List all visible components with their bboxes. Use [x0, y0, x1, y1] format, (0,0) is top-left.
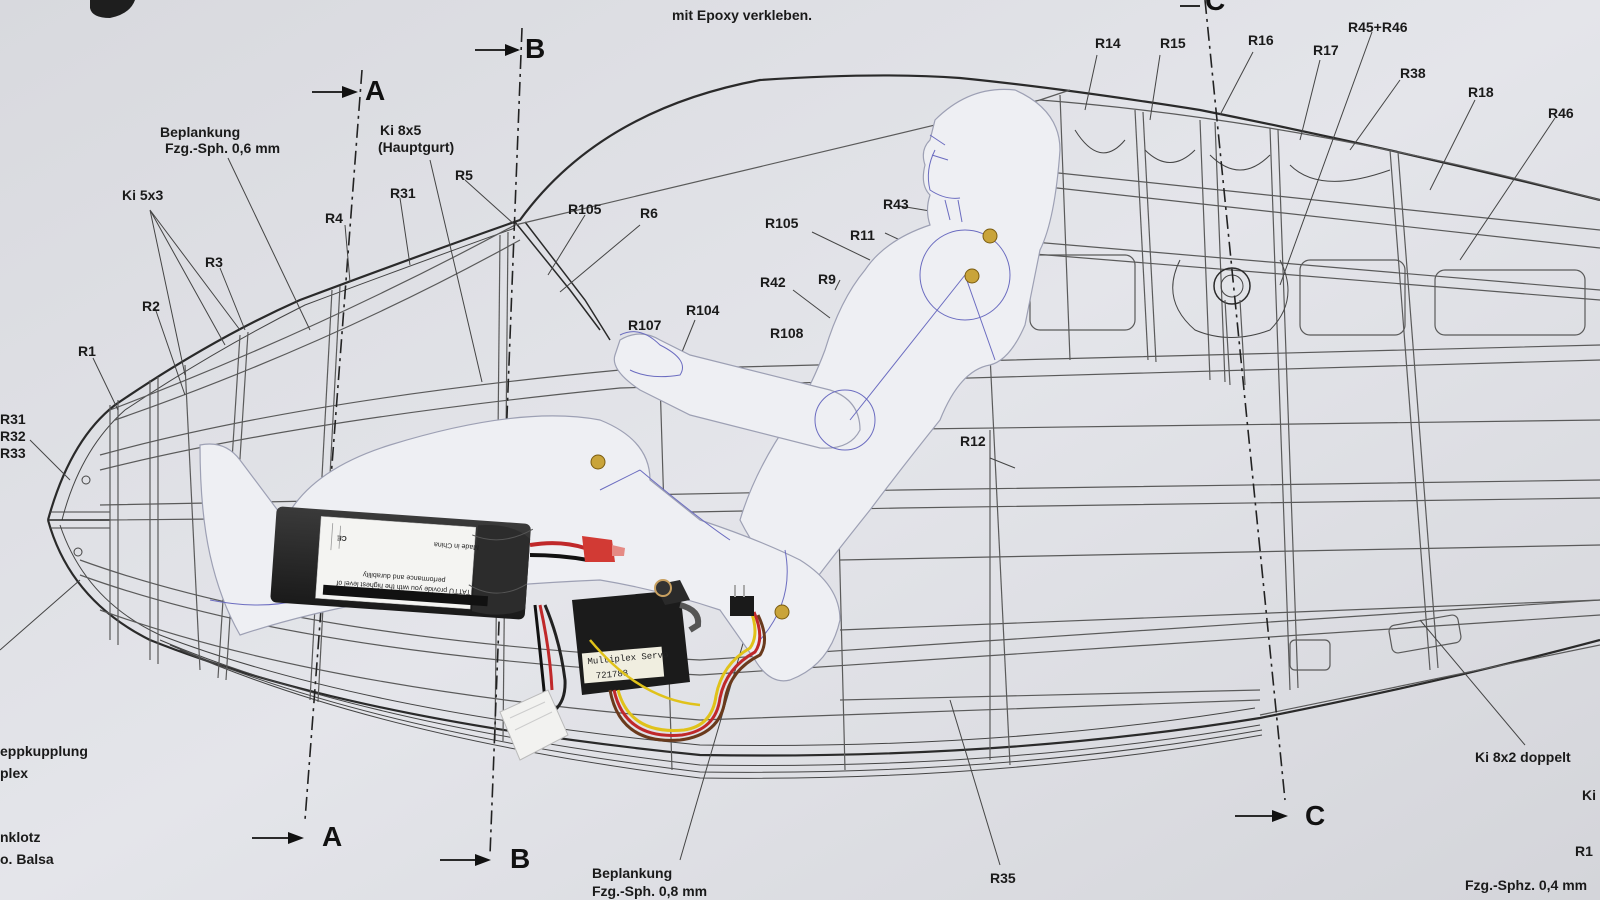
- label-r31-left: R31: [0, 411, 26, 427]
- label-kupplung-2: plex: [0, 765, 28, 781]
- label-r38: R38: [1400, 65, 1426, 81]
- label-r1-right: R1: [1575, 843, 1593, 859]
- leader-lines: [0, 31, 1556, 866]
- label-r32-left: R32: [0, 428, 26, 444]
- servo-wires: [589, 585, 766, 742]
- label-r14: R14: [1095, 35, 1121, 51]
- label-r5: R5: [455, 167, 473, 183]
- label-r104: R104: [686, 302, 720, 318]
- battery-wires: [499, 536, 625, 761]
- label-r46: R46: [1548, 105, 1574, 121]
- label-r11: R11: [850, 227, 875, 243]
- battery-label-line3: Made in China: [434, 540, 480, 550]
- label-r33-left: R33: [0, 445, 26, 461]
- label-beplankung-bottom-1: Beplankung: [592, 865, 672, 881]
- section-b-bottom: B: [510, 843, 530, 874]
- label-r45r46: R45+R46: [1348, 19, 1408, 35]
- label-r2: R2: [142, 298, 160, 314]
- label-r12: R12: [960, 433, 986, 449]
- top-note: mit Epoxy verkleben.: [672, 7, 812, 23]
- label-r107: R107: [628, 317, 662, 333]
- label-ki8x5-1: Ki 8x5: [380, 122, 421, 138]
- label-klotz-2: o. Balsa: [0, 851, 54, 867]
- label-ki8x5-2: (Hauptgurt): [378, 139, 454, 155]
- label-beplankung-top-2: Fzg.-Sph. 0,6 mm: [165, 140, 280, 156]
- section-c-bottom: C: [1305, 800, 1325, 831]
- label-r4: R4: [325, 210, 343, 226]
- label-r16: R16: [1248, 32, 1274, 48]
- corner-object: [90, 0, 135, 18]
- label-r35: R35: [990, 870, 1016, 886]
- label-r31: R31: [390, 185, 416, 201]
- section-a-bottom: A: [322, 821, 342, 852]
- label-kupplung-1: eppkupplung: [0, 743, 88, 759]
- label-beplankung-bottom-2: Fzg.-Sph. 0,8 mm: [592, 883, 707, 899]
- label-klotz-1: nklotz: [0, 829, 40, 845]
- section-c-top: C: [1205, 0, 1225, 16]
- section-a-top: A: [365, 75, 385, 106]
- label-r42: R42: [760, 274, 786, 290]
- label-beplankung-top-1: Beplankung: [160, 124, 240, 140]
- battery-ce-mark: CE: [336, 534, 347, 542]
- label-r18: R18: [1468, 84, 1494, 100]
- label-r9: R9: [818, 271, 836, 287]
- label-r43: R43: [883, 196, 909, 212]
- label-r105-a: R105: [568, 201, 602, 217]
- label-r3: R3: [205, 254, 223, 270]
- label-r108: R108: [770, 325, 804, 341]
- label-r6: R6: [640, 205, 658, 221]
- battery-pack: TATTU provide you with the highest level…: [270, 506, 534, 620]
- label-fzg-right: Fzg.-Sphz. 0,4 mm: [1465, 877, 1587, 893]
- label-r17: R17: [1313, 42, 1339, 58]
- section-b-top: B: [525, 33, 545, 64]
- label-ki5x3: Ki 5x3: [122, 187, 163, 203]
- label-r105-b: R105: [765, 215, 799, 231]
- label-r15: R15: [1160, 35, 1186, 51]
- label-ki8x2: Ki 8x2 doppelt: [1475, 749, 1571, 765]
- servo: Multiplex Servo 721788: [572, 579, 702, 695]
- label-ki-right: Ki: [1582, 787, 1596, 803]
- label-r1: R1: [78, 343, 96, 359]
